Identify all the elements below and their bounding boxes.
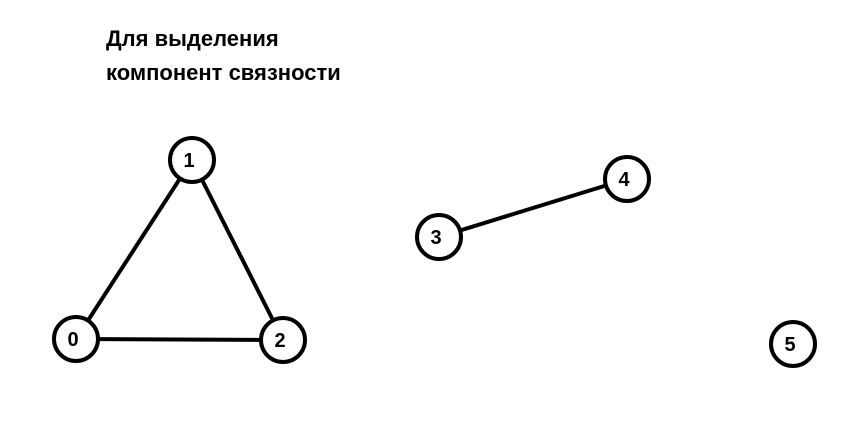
node-3: 3 bbox=[415, 213, 463, 261]
node-0: 0 bbox=[52, 315, 100, 363]
nodes-layer: 0 1 2 3 4 5 bbox=[52, 136, 817, 368]
node-label-1: 1 bbox=[183, 150, 194, 172]
diagram-caption: Для выделения компонент связности bbox=[106, 22, 341, 90]
caption-line-2: компонент связности bbox=[106, 60, 341, 85]
edge-0-2 bbox=[75, 337, 284, 342]
edge-0-1 bbox=[74, 158, 194, 341]
node-label-5: 5 bbox=[784, 334, 795, 356]
node-circle-5 bbox=[769, 320, 817, 368]
caption-line-1: Для выделения bbox=[106, 26, 279, 51]
node-5: 5 bbox=[769, 320, 817, 368]
node-1: 1 bbox=[168, 136, 216, 184]
node-circle-2 bbox=[259, 316, 307, 364]
node-circle-0 bbox=[52, 315, 100, 363]
node-4: 4 bbox=[603, 155, 651, 203]
node-circle-1 bbox=[168, 136, 216, 184]
node-circle-4 bbox=[603, 155, 651, 203]
edge-1-2 bbox=[190, 159, 285, 341]
node-label-0: 0 bbox=[67, 329, 78, 351]
node-label-4: 4 bbox=[618, 169, 630, 191]
node-label-3: 3 bbox=[430, 227, 441, 249]
edge-3-4 bbox=[438, 177, 628, 239]
edges-layer bbox=[74, 158, 628, 342]
node-label-2: 2 bbox=[274, 330, 285, 352]
node-circle-3 bbox=[415, 213, 463, 261]
node-2: 2 bbox=[259, 316, 307, 364]
